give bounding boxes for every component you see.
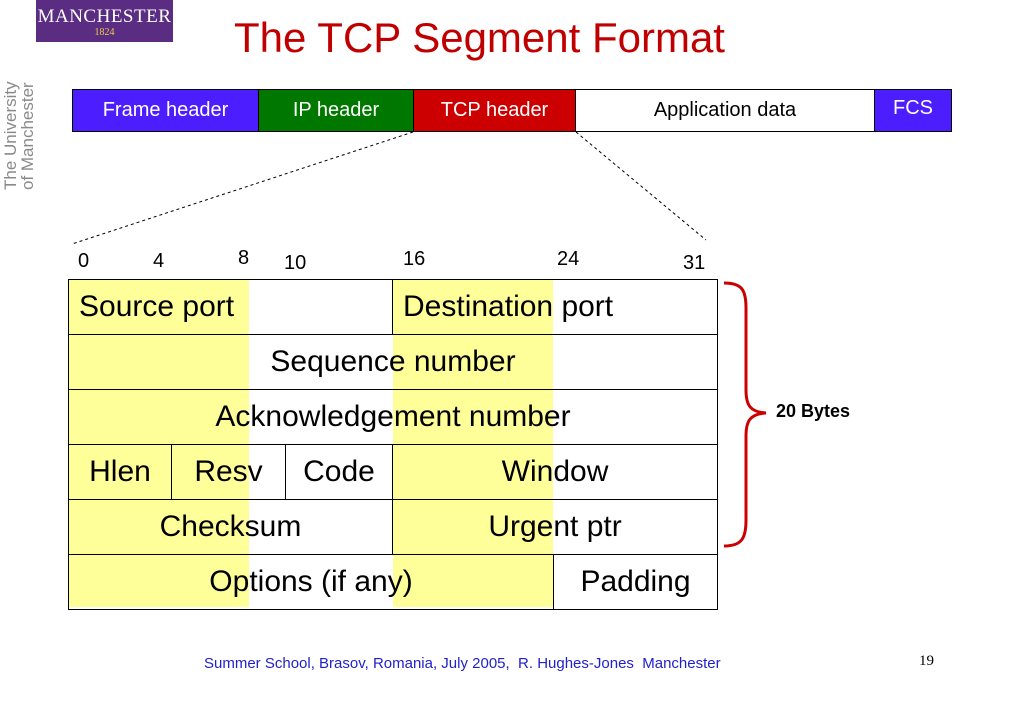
slide-title: The TCP Segment Format [234,14,725,61]
university-logo: MANCHESTER 1824 [36,0,173,42]
vertical-text-line-1: The University [2,81,20,190]
logo-year: 1824 [94,27,115,38]
checksum-field: Checksum [67,499,394,555]
resv-field: Resv [171,444,286,500]
destination-port-field: Destination port [392,279,719,335]
sequence-number-field: Sequence number [67,334,719,390]
logo-name: MANCHESTER [37,6,172,27]
vertical-university-text: The University of Manchester [2,81,37,190]
bit-label-10: 10 [284,252,307,274]
application-data-segment: Application data [576,90,875,131]
options-field: Options (if any) [67,554,555,610]
table-row: Source port Destination port [67,279,719,335]
bit-label-8: 8 [238,247,250,269]
bit-label-16: 16 [403,248,426,270]
fcs-segment: FCS [875,90,951,131]
bit-label-31: 31 [683,252,706,274]
urgent-ptr-field: Urgent ptr [392,499,719,555]
source-port-field: Source port [67,279,394,335]
vertical-text-line-2: of Manchester [18,82,37,190]
bit-label-4: 4 [153,250,165,272]
header-size-label: 20 Bytes [776,401,851,421]
page-number: 19 [919,653,934,669]
tcp-header-segment: TCP header [414,90,576,131]
code-field: Code [284,444,394,500]
table-row: Checksum Urgent ptr [67,499,719,555]
padding-field: Padding [553,554,719,610]
zoom-line-left [71,131,414,245]
tcp-header-table: Source port Destination port Sequence nu… [67,279,719,610]
window-field: Window [392,444,719,500]
header-brace [723,281,767,548]
table-row: Hlen Resv Code Window [68,444,719,500]
zoom-line-right [575,131,707,241]
table-row: Sequence number [67,334,719,390]
bit-label-0: 0 [78,250,90,272]
table-row: Acknowledgement number [67,389,719,445]
bit-label-24: 24 [557,248,580,270]
ip-header-segment: IP header [259,90,414,131]
frame-header-segment: Frame header [73,90,259,131]
ack-number-field: Acknowledgement number [67,389,719,445]
footer-text: Summer School, Brasov, Romania, July 200… [204,655,721,672]
hlen-field: Hlen [68,444,172,500]
frame-format-bar: Frame header IP header TCP header Applic… [72,89,952,132]
table-row: Options (if any) Padding [67,554,719,610]
